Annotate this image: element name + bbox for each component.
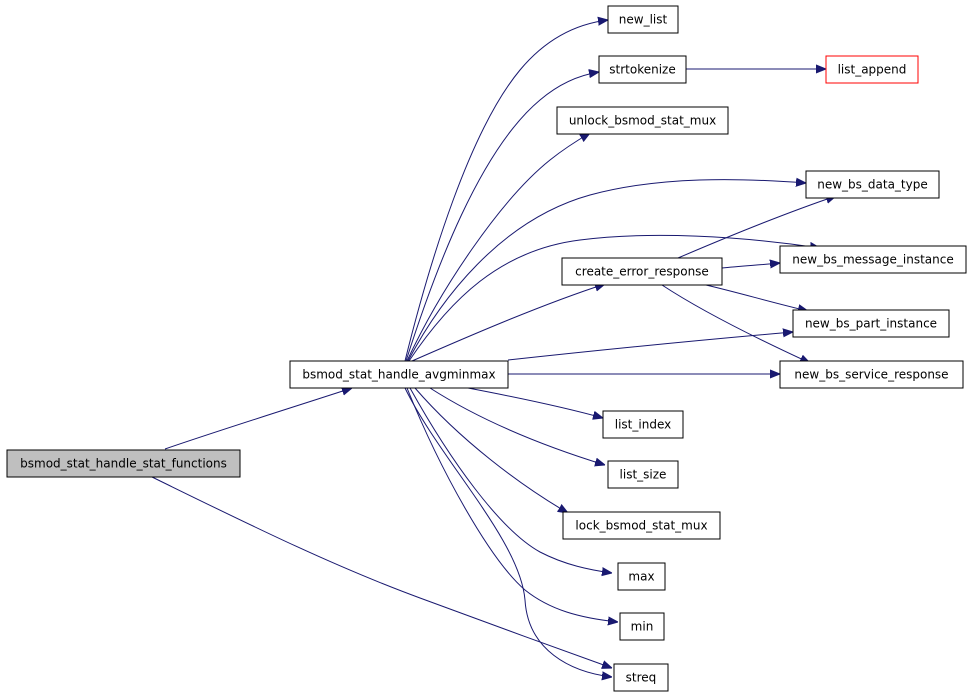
node-streq[interactable]: streq [613, 663, 669, 692]
node-label: new_list [619, 13, 668, 27]
node-list-size[interactable]: list_size [607, 460, 679, 489]
edge-stat-functions-to-avgminmax [164, 388, 352, 450]
edge-avgminmax-to-new-bs-data-type [407, 180, 806, 362]
node-label: new_bs_service_response [794, 368, 948, 382]
node-label: list_size [620, 468, 667, 482]
node-new-list[interactable]: new_list [607, 5, 679, 34]
node-unlock-bsmod-stat-mux[interactable]: unlock_bsmod_stat_mux [556, 106, 729, 135]
node-label: min [631, 620, 654, 634]
edge-create-error-response-to-new-bs-part-instance [705, 284, 808, 311]
edge-avgminmax-to-streq [404, 387, 612, 677]
node-label: max [628, 570, 654, 584]
edge-avgminmax-to-list-index [467, 387, 603, 418]
node-new-bs-service-response[interactable]: new_bs_service_response [779, 360, 964, 389]
node-label: bsmod_stat_handle_stat_functions [20, 457, 227, 471]
edge-avgminmax-to-list-size [429, 387, 605, 465]
edge-avgminmax-to-new-bs-part-instance [507, 332, 793, 361]
edge-stat-functions-to-streq [151, 476, 612, 668]
node-label: list_index [615, 418, 671, 432]
node-min[interactable]: min [619, 612, 665, 641]
node-create-error-response[interactable]: create_error_response [561, 257, 723, 286]
edge-avgminmax-to-max [409, 387, 612, 573]
node-label: streq [626, 671, 657, 685]
node-label: new_bs_part_instance [805, 317, 937, 331]
nodes-layer: bsmod_stat_handle_stat_functions bsmod_s… [6, 5, 967, 692]
edge-create-error-response-to-new-bs-data-type [677, 196, 836, 259]
node-list-index[interactable]: list_index [602, 410, 684, 439]
edge-create-error-response-to-new-bs-message-instance [721, 263, 780, 268]
edge-avgminmax-to-unlock [406, 133, 590, 362]
node-max[interactable]: max [617, 562, 666, 591]
node-new-bs-message-instance[interactable]: new_bs_message_instance [779, 245, 967, 274]
edge-avgminmax-to-new-list [404, 20, 608, 362]
node-label: strtokenize [609, 63, 675, 77]
edge-avgminmax-to-lock [414, 387, 568, 513]
node-bsmod-stat-handle-avgminmax[interactable]: bsmod_stat_handle_avgminmax [289, 360, 509, 389]
node-list-append[interactable]: list_append [825, 55, 919, 84]
edges-layer [151, 20, 836, 677]
edge-avgminmax-to-new-bs-message-instance [408, 234, 820, 362]
node-label: new_bs_data_type [817, 178, 928, 192]
edge-avgminmax-to-min [406, 387, 618, 622]
node-lock-bsmod-stat-mux[interactable]: lock_bsmod_stat_mux [562, 511, 721, 540]
node-label: create_error_response [575, 265, 709, 279]
node-new-bs-part-instance[interactable]: new_bs_part_instance [792, 309, 950, 338]
node-label: list_append [838, 63, 907, 77]
node-new-bs-data-type[interactable]: new_bs_data_type [805, 170, 940, 199]
node-label: new_bs_message_instance [792, 253, 953, 267]
node-bsmod-stat-handle-stat-functions[interactable]: bsmod_stat_handle_stat_functions [6, 449, 241, 478]
node-strtokenize[interactable]: strtokenize [598, 55, 687, 84]
edge-avgminmax-to-strtokenize [405, 72, 599, 362]
edge-avgminmax-to-create-error-response [411, 284, 605, 362]
edge-create-error-response-to-new-bs-service-response [661, 284, 810, 363]
node-label: unlock_bsmod_stat_mux [569, 114, 716, 128]
node-label: bsmod_stat_handle_avgminmax [302, 368, 495, 382]
node-label: lock_bsmod_stat_mux [575, 519, 707, 533]
